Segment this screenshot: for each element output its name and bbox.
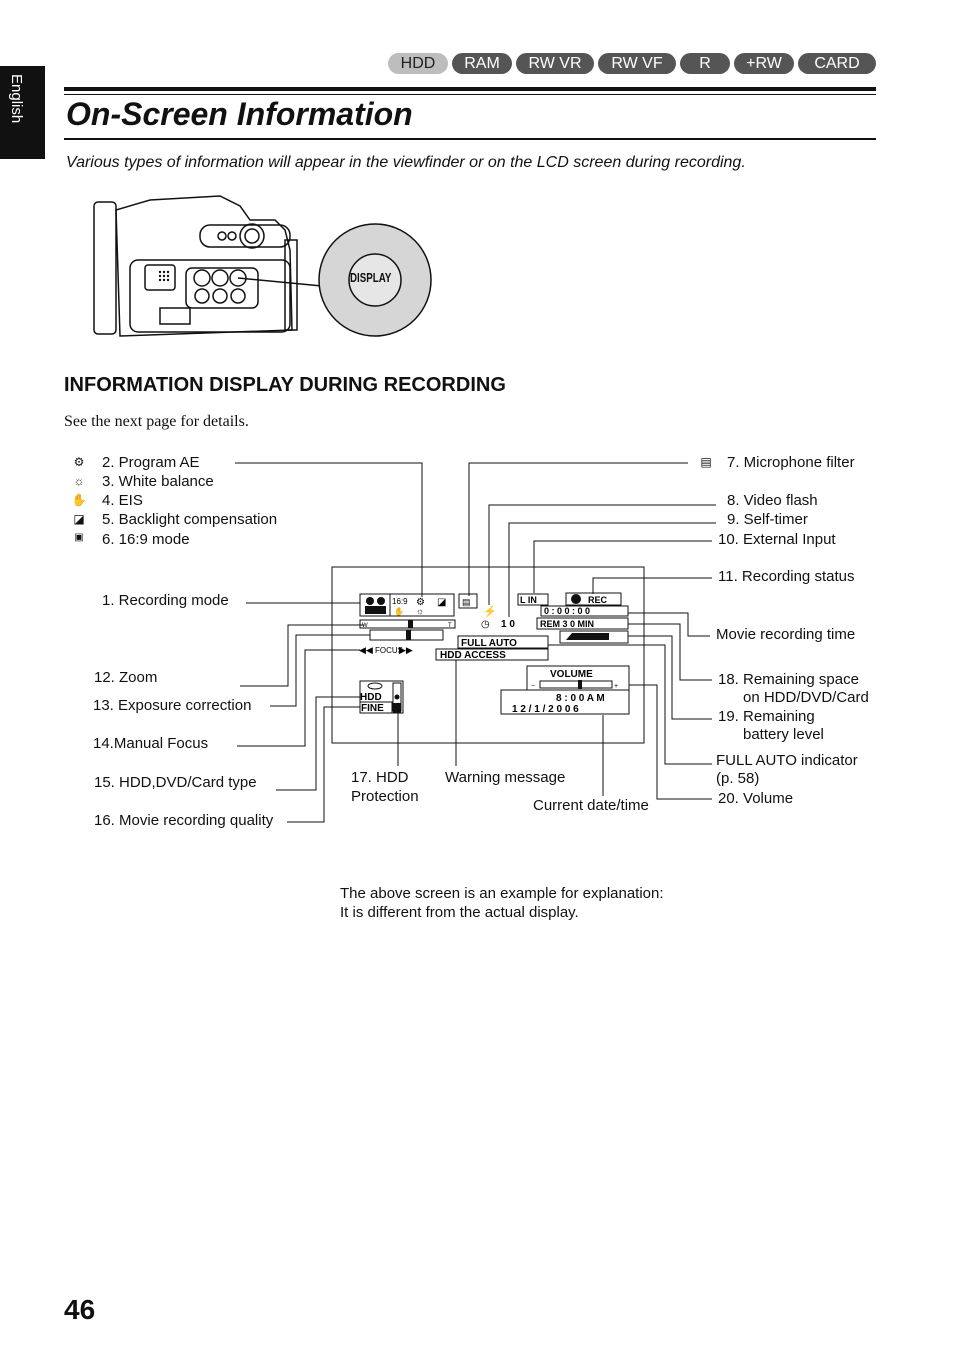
svg-text:✋: ✋ <box>394 606 404 616</box>
backlight-icon: ◪ <box>73 512 85 526</box>
svg-text:☼: ☼ <box>416 606 424 616</box>
label-remaining-space-1: 18. Remaining space <box>718 671 859 688</box>
label-battery-2: battery level <box>743 726 824 743</box>
title-rule-bottom <box>64 138 876 140</box>
badge-rw-vf: RW VF <box>598 53 676 74</box>
svg-text:◀◀: ◀◀ <box>359 645 373 655</box>
screen-date: 1 2 / 1 / 2 0 0 6 <box>512 704 579 715</box>
screen-media: HDD <box>360 692 382 703</box>
screen-l-in: L IN <box>520 595 537 605</box>
screen-169: 16:9 <box>392 597 408 606</box>
label-remaining-space-2: on HDD/DVD/Card <box>743 689 869 706</box>
label-volume: 20. Volume <box>718 790 794 807</box>
program-ae-icon: ⚙ <box>73 455 85 469</box>
label-rec-status: 11. Recording status <box>718 568 855 585</box>
badge-plus-rw: +RW <box>734 53 794 74</box>
label-self-timer: 9. Self-timer <box>727 511 808 528</box>
language-label: English <box>8 74 25 124</box>
white-balance-icon: ☼ <box>73 474 85 488</box>
screen-zoom-t: T <box>448 623 452 629</box>
title-rule-top <box>64 87 876 91</box>
label-backlight: 5. Backlight compensation <box>102 511 278 528</box>
flash-icon: ⚡ <box>483 605 497 618</box>
camcorder-illustration <box>93 195 432 337</box>
label-movie-time: Movie recording time <box>716 626 856 643</box>
label-battery-1: 19. Remaining <box>718 708 815 725</box>
label-hdd-protection-2: Protection <box>351 788 419 805</box>
badge-rw-vr: RW VR <box>516 53 594 74</box>
see-next-note: See the next page for details. <box>64 413 249 430</box>
label-media-type: 15. HDD,DVD/Card type <box>94 774 257 791</box>
display-button-label: DISPLAY <box>350 270 392 285</box>
screen-time: 8 : 0 0 A M <box>556 693 605 704</box>
hdd-disk-icon <box>367 682 383 690</box>
badge-card: CARD <box>798 53 876 74</box>
label-exposure: 13. Exposure correction <box>93 697 252 714</box>
label-mode-169: 6. 16:9 mode <box>102 531 190 548</box>
rec-mode-icon <box>366 597 374 605</box>
svg-text:▶▶: ▶▶ <box>399 645 413 655</box>
section-heading: INFORMATION DISPLAY DURING RECORDING <box>64 374 506 396</box>
mode-169-icon: ▣ <box>74 532 84 543</box>
label-current-datetime: Current date/time <box>533 797 649 814</box>
screen-frame <box>331 566 645 744</box>
example-note-line1: The above screen is an example for expla… <box>340 885 664 902</box>
badge-hdd: HDD <box>388 53 448 74</box>
label-program-ae: 2. Program AE <box>102 454 200 471</box>
screen-remaining: REM 3 0 MIN <box>540 619 594 629</box>
screen-quality: FINE <box>361 703 384 714</box>
label-hdd-protection-1: 17. HDD <box>351 769 409 786</box>
label-warning: Warning message <box>445 769 566 786</box>
label-recording-mode: 1. Recording mode <box>102 592 229 609</box>
page-title: On-Screen Information <box>66 96 413 132</box>
title-rule-top-thin <box>64 94 876 95</box>
self-timer-icon: ◷ <box>481 619 490 630</box>
page-number: 46 <box>64 1294 96 1325</box>
label-video-flash: 8. Video flash <box>727 492 818 509</box>
label-white-balance: 3. White balance <box>102 473 214 490</box>
screen-self-timer-count: 1 0 <box>501 619 515 630</box>
svg-text:+: + <box>614 683 618 690</box>
label-full-auto-1: FULL AUTO indicator <box>716 752 858 769</box>
label-quality: 16. Movie recording quality <box>94 812 274 829</box>
screen-zoom-w: W <box>362 623 368 629</box>
eis-icon: ✋ <box>71 493 87 507</box>
label-manual-focus: 14.Manual Focus <box>93 735 209 752</box>
screen-full-auto: FULL AUTO <box>461 638 517 649</box>
screen-counter: 0 : 0 0 : 0 0 <box>544 606 590 616</box>
label-full-auto-2: (p. 58) <box>716 770 760 787</box>
example-note: The above screen is an example for expla… <box>340 884 664 922</box>
screen-rec: REC <box>588 595 608 605</box>
screen-focus: FOCUS <box>375 646 403 655</box>
label-external-input: 10. External Input <box>718 531 836 548</box>
badge-ram: RAM <box>452 53 512 74</box>
battery-icon <box>566 633 609 640</box>
label-eis: 4. EIS <box>102 492 143 509</box>
language-tab: English <box>0 66 45 159</box>
svg-text:⚙: ⚙ <box>416 597 425 608</box>
rec-dot <box>571 594 581 604</box>
svg-text:◪: ◪ <box>437 597 446 608</box>
mic-filter-icon: ▤ <box>700 455 712 469</box>
format-badges: HDD RAM RW VR RW VF R +RW CARD <box>388 53 876 74</box>
badge-r: R <box>680 53 730 74</box>
screen-hdd-access: HDD ACCESS <box>440 650 506 661</box>
svg-text:−: − <box>531 683 535 690</box>
example-note-line2: It is different from the actual display. <box>340 904 579 921</box>
svg-text:▤: ▤ <box>462 597 471 607</box>
label-mic-filter: 7. Microphone filter <box>727 454 855 471</box>
label-zoom: 12. Zoom <box>94 669 158 686</box>
screen-volume: VOLUME <box>550 669 593 680</box>
intro-text: Various types of information will appear… <box>66 154 746 171</box>
